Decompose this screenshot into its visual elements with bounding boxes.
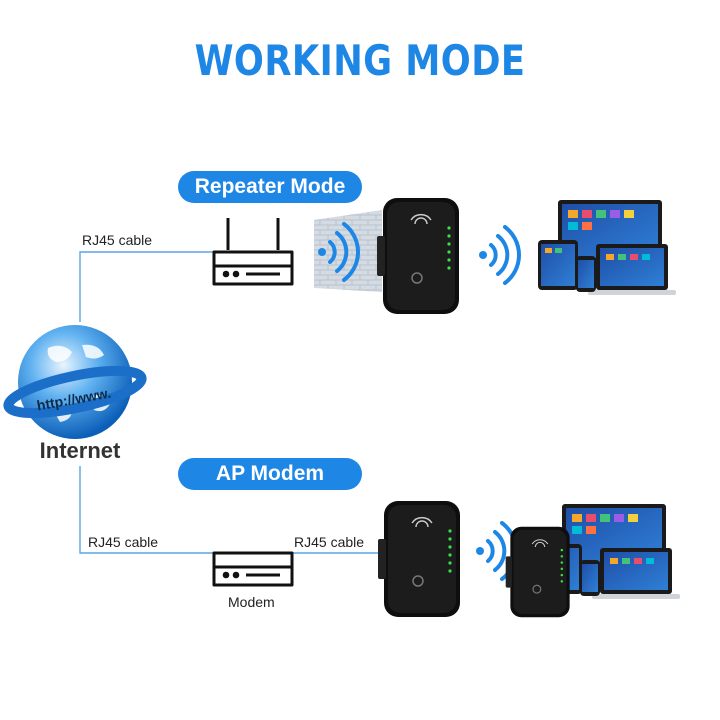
repeater-rj45-line	[79, 251, 214, 322]
wifi-repeater-device	[376, 197, 460, 315]
wifi-repeater-device	[505, 526, 571, 618]
wifi-repeater-device	[377, 500, 461, 618]
modem-label: Modem	[228, 594, 275, 610]
modem-icon	[212, 551, 294, 587]
ap-rj45-left-label: RJ45 cable	[88, 534, 159, 550]
connection-lines	[79, 251, 378, 554]
internet-label: Internet	[39, 438, 121, 463]
ap-rj45-right-label: RJ45 cable	[294, 534, 365, 550]
ap-modem-badge: AP Modem	[178, 458, 362, 490]
internet-globe-icon	[3, 325, 147, 439]
wifi-signal-icon	[477, 225, 521, 285]
ap-rj45-line	[79, 466, 214, 554]
repeater-rj45-label: RJ45 cable	[82, 232, 153, 248]
client-devices-icon	[538, 200, 676, 295]
router-icon	[212, 218, 294, 286]
page-title: WORKING MODE	[194, 36, 526, 85]
repeater-mode-badge: Repeater Mode	[178, 171, 362, 203]
